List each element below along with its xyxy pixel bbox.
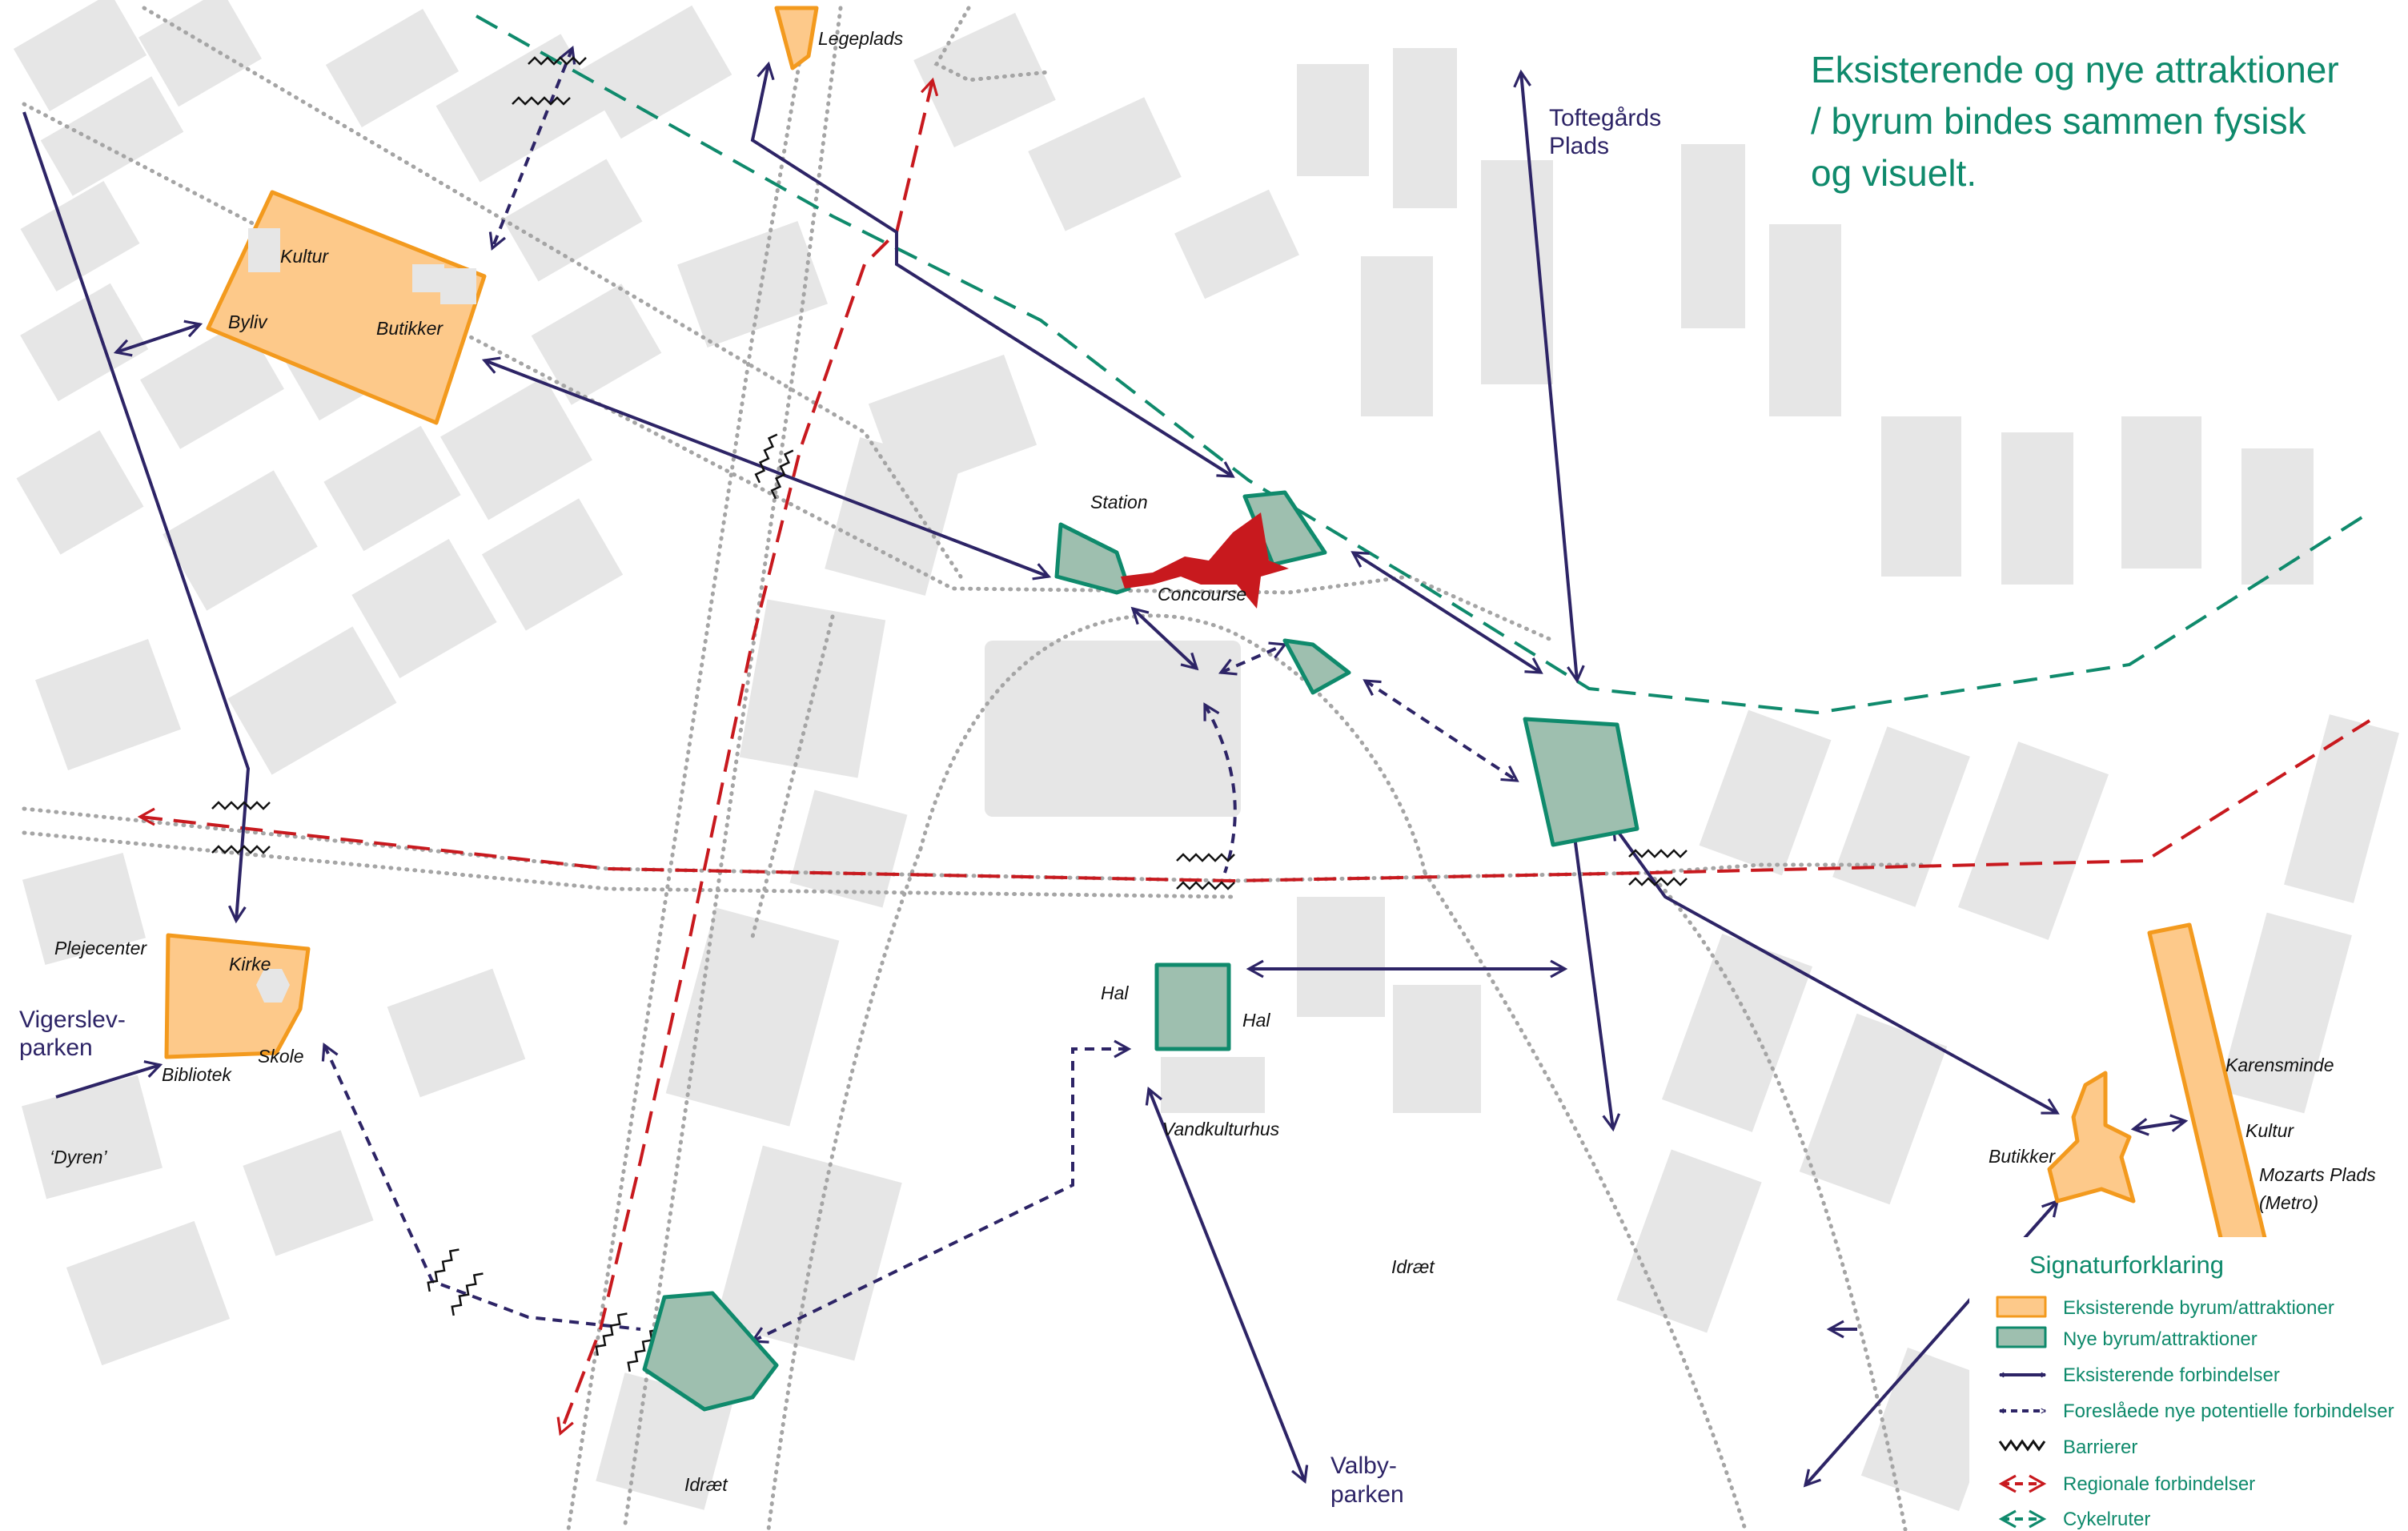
- label-skole: Skole: [258, 1046, 304, 1067]
- concourse-shape: [1121, 512, 1289, 609]
- label-mozarts-2: (Metro): [2259, 1192, 2318, 1213]
- legend-item-regional-connection: Regionale forbindelser: [1998, 1473, 2255, 1495]
- label-idraet-bottom: Idræt: [684, 1474, 728, 1495]
- label-karensminde: Karensminde: [2225, 1055, 2334, 1075]
- label-station: Station: [1090, 492, 1148, 512]
- svg-text:Eksisterende byrum/attraktione: Eksisterende byrum/attraktioner: [2063, 1297, 2334, 1319]
- title-line-3: og visuelt.: [1811, 152, 1977, 194]
- svg-text:Cykelruter: Cykelruter: [2063, 1509, 2150, 1530]
- barriers: [211, 56, 1688, 1372]
- label-bibliotek: Bibliotek: [162, 1064, 232, 1085]
- place-toftegaards-2: Plads: [1549, 133, 1609, 159]
- label-kultur-nw: Kultur: [280, 246, 329, 267]
- area-station-south: [1282, 638, 1351, 695]
- existing-areas: [164, 6, 2268, 1244]
- label-hal-left: Hal: [1101, 982, 1129, 1003]
- label-byliv: Byliv: [228, 311, 268, 332]
- area-legeplads: [774, 6, 819, 70]
- svg-text:Eksisterende forbindelser: Eksisterende forbindelser: [2063, 1364, 2280, 1386]
- area-south-west: [642, 1291, 779, 1412]
- label-mozarts-1: Mozarts Plads: [2259, 1164, 2376, 1185]
- area-hal: [1154, 962, 1231, 1051]
- legend-item-barrier: Barrierer: [1998, 1437, 2137, 1458]
- place-vigerslev-2: parken: [19, 1035, 93, 1061]
- label-kultur-east: Kultur: [2245, 1120, 2294, 1141]
- area-butikker-east: [2047, 1071, 2136, 1204]
- label-hal-right: Hal: [1242, 1010, 1270, 1031]
- legend: Signaturforklaring Eksisterende byrum/at…: [1969, 1237, 2408, 1531]
- legend-item-existing-area: Eksisterende byrum/attraktioner: [1996, 1296, 2334, 1319]
- label-legeplads: Legeplads: [818, 28, 904, 49]
- svg-text:Barrierer: Barrierer: [2063, 1437, 2137, 1458]
- proposed-connections: [321, 45, 1519, 1344]
- label-butikker-nw: Butikker: [376, 318, 443, 339]
- legend-item-new-area: Nye byrum/attraktioner: [1996, 1326, 2258, 1350]
- svg-text:Foreslåede nye potentielle for: Foreslåede nye potentielle forbindelser: [2063, 1400, 2394, 1422]
- area-station-west: [1054, 522, 1131, 595]
- existing-connections: [22, 61, 2189, 1488]
- legend-item-proposed-connection: Foreslåede nye potentielle forbindelser: [2000, 1400, 2394, 1422]
- legend-item-cycle-route: Cykelruter: [1998, 1509, 2150, 1530]
- legend-item-existing-connection: Eksisterende forbindelser: [2000, 1364, 2280, 1386]
- new-areas: [642, 490, 1639, 1412]
- legend-title: Signaturforklaring: [2029, 1251, 2224, 1279]
- map-title: Eksisterende og nye attraktioner / byrum…: [1811, 49, 2339, 194]
- place-toftegaards-1: Toftegårds: [1549, 105, 1661, 131]
- label-kirke: Kirke: [229, 954, 271, 974]
- svg-text:Nye byrum/attraktioner: Nye byrum/attraktioner: [2063, 1328, 2258, 1350]
- label-idraet-center: Idræt: [1391, 1256, 1435, 1277]
- label-concourse: Concourse: [1158, 584, 1246, 605]
- label-butikker-east: Butikker: [1989, 1146, 2056, 1167]
- label-plejecenter: Plejecenter: [54, 938, 147, 958]
- place-valby-1: Valby-: [1330, 1453, 1397, 1479]
- label-vandkulturhus: Vandkulturhus: [1162, 1119, 1280, 1139]
- svg-text:Regionale forbindelser: Regionale forbindelser: [2063, 1473, 2255, 1495]
- map-labels: Legeplads Kultur Byliv Butikker Station …: [19, 28, 2376, 1508]
- kirke-building: [256, 969, 290, 1003]
- legend-swatch-existing: [1996, 1296, 2047, 1318]
- title-line-2: / byrum bindes sammen fysisk: [1811, 100, 2307, 142]
- label-dyren: ‘Dyren’: [50, 1147, 107, 1167]
- legend-zigzag-barrier: [1998, 1439, 2046, 1452]
- area-east-square: [1523, 717, 1639, 847]
- place-valby-2: parken: [1330, 1481, 1404, 1508]
- place-vigerslev-1: Vigerslev-: [19, 1007, 126, 1033]
- title-line-1: Eksisterende og nye attraktioner: [1811, 49, 2339, 90]
- area-kirke: [164, 933, 311, 1059]
- legend-swatch-new: [1996, 1326, 2047, 1348]
